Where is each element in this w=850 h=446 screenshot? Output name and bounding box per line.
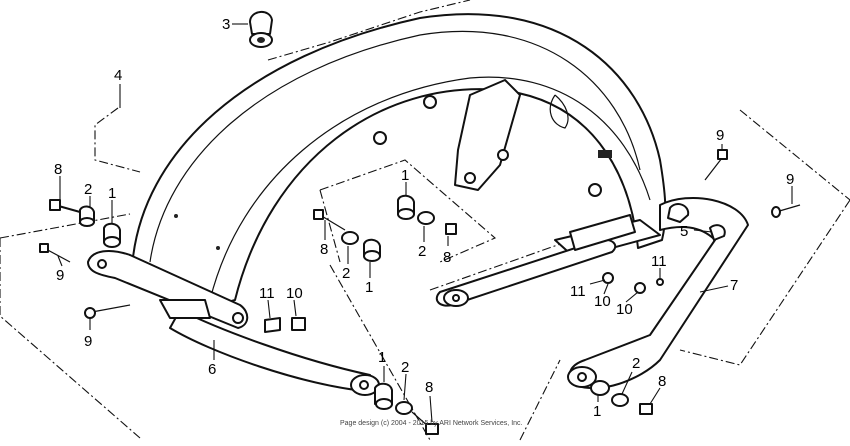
callout-11: 11 <box>259 285 275 302</box>
group-outline-center <box>319 159 497 263</box>
callout-6: 6 <box>208 361 216 378</box>
copyright-notice: Page design (c) 2004 - 2015 by ARI Netwo… <box>340 420 523 427</box>
callout-7: 7 <box>730 277 738 294</box>
callout-1: 1 <box>365 279 373 296</box>
group-outline-right <box>429 109 850 441</box>
callout-2: 2 <box>84 181 92 198</box>
callout-8: 8 <box>54 161 62 178</box>
callout-1: 1 <box>593 403 601 420</box>
callout-9: 9 <box>716 127 724 144</box>
callout-labels: 3 4 8 2 1 9 9 1 8 2 1 2 8 11 10 6 1 2 8 … <box>54 16 794 420</box>
callout-2: 2 <box>418 243 426 260</box>
group-outline-left <box>0 0 471 441</box>
grommet-3 <box>249 11 273 48</box>
callout-9: 9 <box>786 171 794 188</box>
callout-2: 2 <box>401 359 409 376</box>
fender-stay-right <box>435 197 749 390</box>
callout-2: 2 <box>342 265 350 282</box>
callout-9: 9 <box>56 267 64 284</box>
callout-11: 11 <box>570 283 586 300</box>
callout-9: 9 <box>84 333 92 350</box>
hardware-center <box>313 194 457 262</box>
callout-8: 8 <box>443 249 451 266</box>
hardware-right <box>590 149 801 415</box>
callout-8: 8 <box>320 241 328 258</box>
callout-8: 8 <box>425 379 433 396</box>
callout-10: 10 <box>286 285 303 302</box>
callout-11: 11 <box>651 253 667 270</box>
callout-1: 1 <box>401 167 409 184</box>
callout-1: 1 <box>108 185 116 202</box>
callout-3: 3 <box>222 16 230 33</box>
callout-8: 8 <box>658 373 666 390</box>
rear-fender <box>131 13 667 311</box>
callout-5: 5 <box>680 223 688 240</box>
callout-4: 4 <box>114 67 122 84</box>
leader-lines <box>57 23 793 423</box>
callout-10: 10 <box>616 301 633 318</box>
callout-1: 1 <box>378 349 386 366</box>
fender-stay-left <box>87 249 380 396</box>
hardware-left-lower <box>84 304 439 435</box>
callout-10: 10 <box>594 293 611 310</box>
callout-2: 2 <box>632 355 640 372</box>
hardware-left-upper <box>39 199 121 263</box>
